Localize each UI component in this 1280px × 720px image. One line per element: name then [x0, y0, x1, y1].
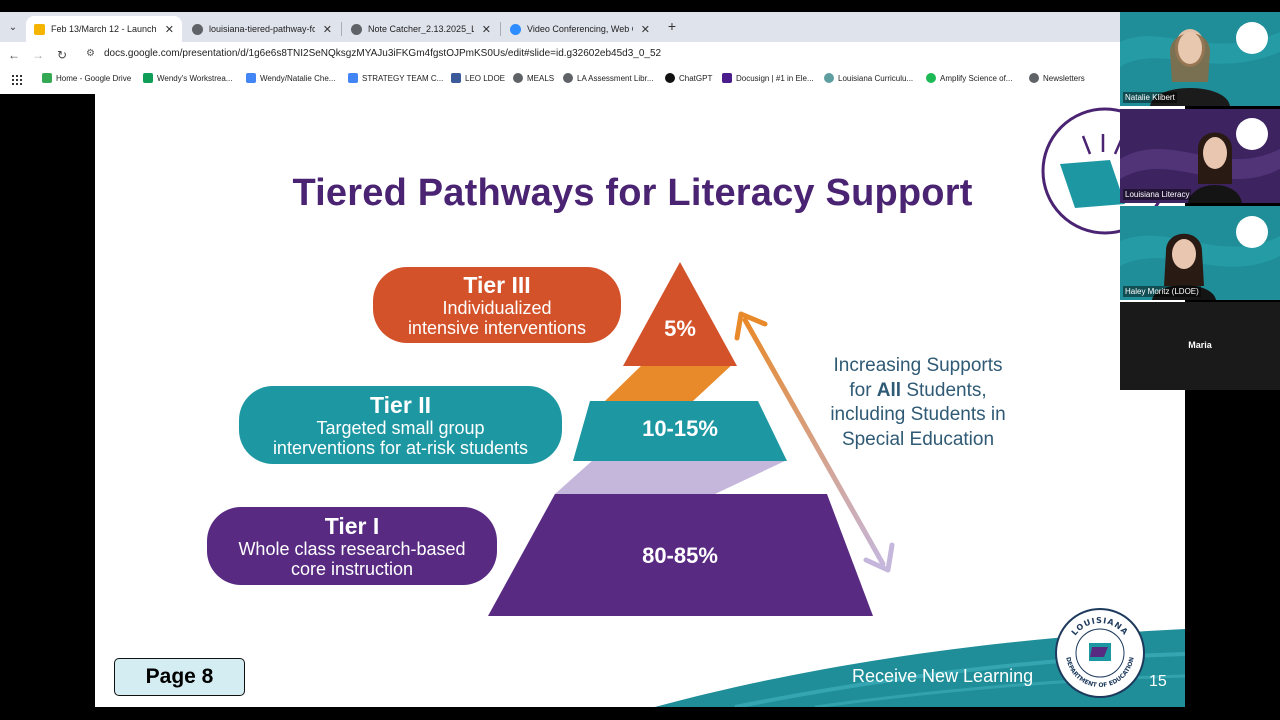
tier3-percent: 5%: [664, 316, 696, 341]
pyramid-tier1: [488, 494, 873, 616]
pyramid-connector-lavender: [555, 460, 787, 494]
video-tile-louisiana-literacy[interactable]: Louisiana Literacy: [1120, 109, 1280, 203]
tab-divider: [500, 22, 501, 36]
bookmark-leo-ldoe[interactable]: LEO LDOE: [451, 73, 505, 83]
video-tile-haley-moritz[interactable]: Haley Moritz (LDOE): [1120, 206, 1280, 300]
bookmark-wendy-natalie[interactable]: Wendy/Natalie Che...: [246, 73, 335, 83]
google-slides-icon: [34, 23, 45, 35]
browser-window: ⌄ Feb 13/March 12 - Launching L ✕ louisi…: [0, 12, 1120, 94]
pyramid-tier2: [573, 401, 787, 461]
close-tab-icon[interactable]: ✕: [164, 23, 174, 36]
globe-icon: [563, 73, 573, 83]
bookmark-strategy-team[interactable]: STRATEGY TEAM C...: [348, 73, 443, 83]
google-docs-icon: [246, 73, 256, 83]
bookmark-meals[interactable]: MEALS: [513, 73, 554, 83]
close-tab-icon[interactable]: ✕: [640, 23, 650, 36]
bookmark-louisiana-curriculum[interactable]: Louisiana Curriculu...: [824, 73, 913, 83]
video-tile-maria[interactable]: Maria: [1120, 302, 1280, 390]
reload-icon[interactable]: ↻: [56, 48, 68, 62]
address-bar[interactable]: docs.google.com/presentation/d/1g6e6s8TN…: [104, 48, 662, 59]
increasing-supports-arrow: [742, 317, 886, 567]
tab-divider: [341, 22, 342, 36]
new-tab-icon[interactable]: +: [667, 18, 677, 34]
bookmark-google-drive[interactable]: Home - Google Drive: [42, 73, 131, 83]
globe-icon: [351, 23, 362, 35]
docusign-icon: [722, 73, 732, 83]
participant-video-icon: [1120, 109, 1280, 203]
slide-number: 15: [1149, 673, 1167, 690]
pyramid-connector-orange: [605, 362, 735, 401]
footer-section-title: Receive New Learning: [852, 666, 1034, 686]
back-icon[interactable]: ←: [8, 48, 20, 62]
slide-graphics: [488, 107, 1185, 707]
navigation-bar: ← → ↻ ⚙ docs.google.com/presentation/d/1…: [0, 42, 1120, 68]
bookmarks-bar: Home - Google Drive Wendy's Workstrea...…: [0, 70, 1120, 92]
tier2-pill: Tier II Targeted small group interventio…: [239, 386, 562, 464]
bookmark-docusign[interactable]: Docusign | #1 in Ele...: [722, 73, 814, 83]
bookmark-wendys-workstream[interactable]: Wendy's Workstrea...: [143, 73, 232, 83]
globe-icon: [513, 73, 523, 83]
presentation-slide[interactable]: Tiered Pathways for Literacy Support Tie…: [95, 94, 1185, 707]
google-docs-icon: [348, 73, 358, 83]
footer-wave: [655, 629, 1185, 707]
chatgpt-icon: [665, 73, 675, 83]
tab-video-conferencing[interactable]: Video Conferencing, Web Conf ✕: [502, 16, 658, 42]
close-tab-icon[interactable]: ✕: [322, 23, 332, 36]
leo-icon: [451, 73, 461, 83]
zoom-icon: [510, 23, 521, 35]
pyramid-tier3: [623, 262, 737, 366]
spotify-icon: [926, 73, 936, 83]
tier2-percent: 10-15%: [642, 416, 718, 441]
close-tab-icon[interactable]: ✕: [481, 23, 491, 36]
increasing-supports-text: Increasing Supports for All Students, in…: [830, 355, 1006, 450]
tier3-pill: Tier III Individualized intensive interv…: [373, 267, 621, 343]
participant-video-icon: [1120, 206, 1280, 300]
tab-tiered-pathway[interactable]: louisiana-tiered-pathway-for-lit ✕: [184, 16, 340, 42]
bookmark-amplify-science[interactable]: Amplify Science of...: [926, 73, 1012, 83]
forward-icon[interactable]: →: [32, 48, 44, 62]
bookmark-la-assessment[interactable]: LA Assessment Libr...: [563, 73, 653, 83]
louisiana-icon: [824, 73, 834, 83]
globe-icon: [192, 23, 203, 35]
louisiana-department-of-education-logo-icon: LOUISIANA DEPARTMENT OF EDUCATION: [1055, 608, 1145, 698]
site-info-icon[interactable]: ⚙: [86, 48, 95, 59]
google-drive-icon: [42, 73, 52, 83]
tab-launching[interactable]: Feb 13/March 12 - Launching L ✕: [26, 16, 182, 42]
video-tile-natalie-klibert[interactable]: Natalie Klibert: [1120, 12, 1280, 106]
tab-search-chevron-icon[interactable]: ⌄: [8, 21, 18, 33]
google-sheets-icon: [143, 73, 153, 83]
page-label: Page 8: [114, 658, 245, 696]
bookmark-newsletters[interactable]: Newsletters: [1029, 73, 1085, 83]
apps-grid-icon[interactable]: [12, 75, 22, 85]
tier1-percent: 80-85%: [642, 543, 718, 568]
bookmark-chatgpt[interactable]: ChatGPT: [665, 73, 712, 83]
globe-icon: [1029, 73, 1039, 83]
tier1-pill: Tier I Whole class research-based core i…: [207, 507, 497, 585]
tab-strip: ⌄ Feb 13/March 12 - Launching L ✕ louisi…: [0, 12, 1120, 42]
slide-title: Tiered Pathways for Literacy Support: [292, 172, 973, 214]
tab-note-catcher[interactable]: Note Catcher_2.13.2025_Launch ✕: [343, 16, 499, 42]
participant-video-icon: [1120, 12, 1280, 106]
